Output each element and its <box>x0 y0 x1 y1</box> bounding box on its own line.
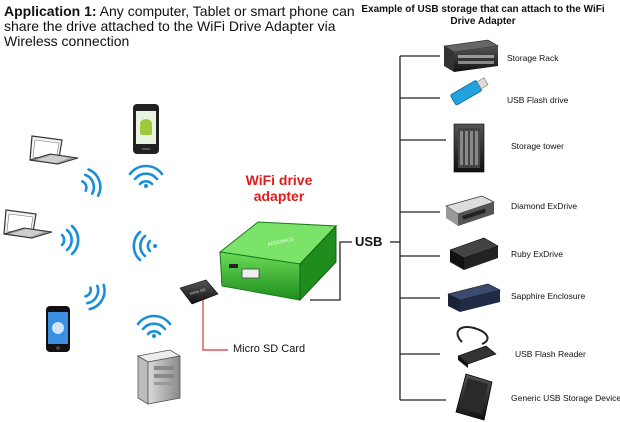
micro-sd-card-icon: micro SD <box>179 279 219 305</box>
wifi-signal-icon <box>136 314 172 338</box>
example-title: Example of USB storage that can attach t… <box>361 4 605 27</box>
heading-prefix: Application 1: <box>4 3 97 19</box>
wifi-adapter-device: ADDONICS <box>218 221 338 302</box>
diamond-exdrive-icon <box>445 195 496 226</box>
generic-usb-storage-icon <box>455 373 493 421</box>
heading-text: Any computer, Tablet or smart phone can … <box>4 3 355 49</box>
usb-label: USB <box>355 234 383 249</box>
storage-label: Diamond ExDrive <box>511 201 578 211</box>
laptop-icon <box>29 135 79 165</box>
desktop-tower-icon <box>136 349 182 405</box>
storage-rack-icon <box>443 39 499 72</box>
storage-label: USB Flash Reader <box>515 349 586 359</box>
storage-label: USB Flash drive <box>507 95 569 105</box>
storage-tower-icon <box>453 123 485 173</box>
usb-flash-drive-icon <box>450 77 489 106</box>
wifi-adapter-label: WiFi drive adapter <box>245 172 313 204</box>
wifi-signal-icon <box>128 164 164 188</box>
ruby-exdrive-icon <box>449 237 499 270</box>
sd-card-pointer <box>202 300 228 351</box>
svg-text:micro SD: micro SD <box>189 287 206 296</box>
android-phone-icon <box>133 104 159 154</box>
svg-text:ADDONICS: ADDONICS <box>267 236 295 247</box>
diagram-heading: Application 1: Any computer, Tablet or s… <box>4 4 356 49</box>
wifi-signal-icon <box>60 224 80 256</box>
wifi-signal-icon <box>132 230 157 262</box>
storage-label: Sapphire Enclosure <box>511 291 586 301</box>
iphone-icon <box>46 306 70 352</box>
storage-label: Storage tower <box>511 141 564 151</box>
laptop-icon <box>3 209 53 239</box>
storage-label: Generic USB Storage Device <box>511 393 620 403</box>
connector-lines <box>310 55 446 401</box>
micro-sd-label: Micro SD Card <box>233 343 306 355</box>
storage-label: Storage Rack <box>507 53 559 63</box>
usb-flash-reader-icon <box>456 326 497 368</box>
storage-label: Ruby ExDrive <box>511 249 563 259</box>
wifi-signal-icon <box>80 168 102 198</box>
wifi-signal-icon <box>84 283 106 311</box>
sapphire-enclosure-icon <box>447 283 501 312</box>
